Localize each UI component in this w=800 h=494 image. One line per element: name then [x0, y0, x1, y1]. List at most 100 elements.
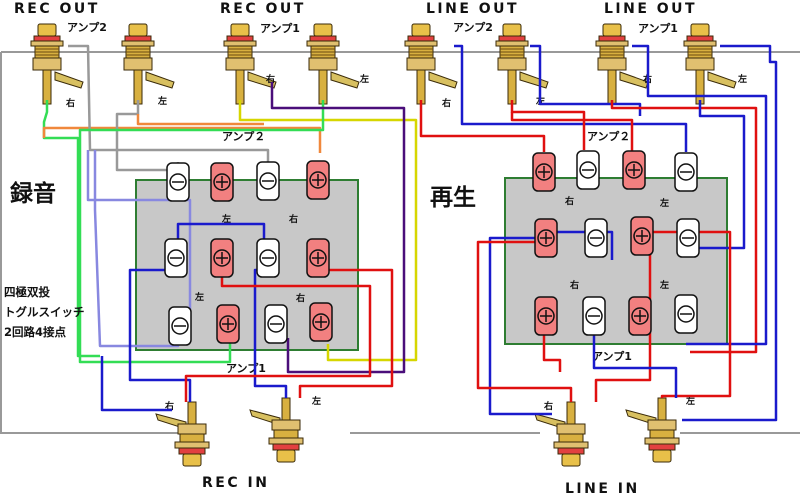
wire-blue [100, 356, 172, 412]
wire-blue [454, 44, 688, 152]
jack-label-left: 左 [311, 395, 321, 407]
line-out-amp1-left-jack [683, 23, 737, 105]
line-out-amp2-right-jack [404, 23, 458, 105]
minus-circle-icon [584, 218, 608, 258]
wire-red [476, 240, 573, 402]
wire-red [298, 268, 394, 398]
recording-wires [42, 44, 418, 412]
plus-circle-icon [210, 238, 234, 278]
board-label-left: 左 [221, 213, 231, 225]
amp1-label-playback: アンプ1 [592, 349, 632, 363]
minus-circle-icon [582, 296, 606, 336]
minus-circle-icon [674, 152, 698, 192]
wire-red [510, 112, 634, 152]
jack-label-right: 右 [543, 400, 553, 412]
plus-circle-icon [534, 296, 558, 336]
wire-red [184, 272, 372, 402]
wire-purple [270, 82, 406, 374]
plus-circle-icon [630, 216, 654, 256]
minus-circle-icon [576, 150, 600, 190]
rec-out-header-right: REC OUT [220, 1, 306, 17]
rec-out-amp2-left-jack [121, 23, 175, 105]
chassis-outline [0, 51, 800, 434]
amp1-label-rec-out: アンプ1 [260, 21, 300, 35]
wire-red [419, 100, 546, 152]
plus-circle-icon [309, 302, 333, 342]
line-out-header-left: LINE OUT [426, 1, 519, 17]
plus-circle-icon [306, 238, 330, 278]
wire-gray [115, 100, 180, 172]
minus-circle-icon [264, 304, 288, 344]
line-out-amp1-right-jack [595, 23, 649, 105]
amp1-label-recording: アンプ1 [226, 361, 266, 375]
wire-lavender [86, 150, 192, 340]
board-label-right: 右 [295, 292, 305, 304]
switch-description-line2: トグルスイッチ [4, 305, 85, 319]
board-label-left: 左 [659, 279, 669, 291]
jack-label-left: 左 [157, 95, 167, 107]
wire-orange [136, 114, 264, 126]
playback-wires [419, 44, 778, 422]
plus-circle-icon [216, 304, 240, 344]
minus-circle-icon [256, 161, 280, 201]
wire-green [78, 100, 325, 364]
plus-circle-icon [622, 150, 646, 190]
jack-label-left: 左 [359, 73, 369, 85]
wire-blue [690, 100, 746, 250]
amp2-label-rec-out: アンプ2 [67, 20, 107, 34]
amp1-label-line-out: アンプ1 [638, 21, 678, 35]
wire-blue [632, 44, 768, 346]
board-label-left: 左 [659, 197, 669, 209]
wire-orange [42, 126, 322, 153]
jack-label-left: 左 [737, 73, 747, 85]
minus-circle-icon [166, 162, 190, 202]
wire-blue [128, 268, 192, 402]
rec-in-header: REC IN [202, 475, 269, 491]
minus-circle-icon [256, 238, 280, 278]
wire-red [542, 330, 562, 372]
minus-circle-icon [674, 294, 698, 334]
wire-blue [546, 230, 614, 260]
amp2-label-recording: アンプ２ [222, 129, 265, 143]
wire-red [640, 230, 732, 398]
plus-circle-icon [534, 218, 558, 258]
plus-circle-icon [210, 162, 234, 202]
minus-circle-icon [168, 306, 192, 346]
plus-circle-icon [628, 296, 652, 336]
minus-circle-icon [676, 218, 700, 258]
amp2-label-playback: アンプ２ [587, 129, 630, 143]
plus-circle-icon [306, 160, 330, 200]
playback-section-title: 再生 [430, 185, 476, 211]
rec-in-left-jack [249, 397, 304, 463]
wire-red [510, 100, 586, 150]
wire-yellow [238, 100, 418, 362]
line-in-left-jack [625, 397, 680, 463]
wire-blue [176, 222, 266, 252]
wire-gray [68, 44, 270, 162]
jack-label-left: 左 [685, 395, 695, 407]
wire-blue [488, 236, 552, 416]
line-in-right-jack [534, 401, 589, 467]
board-label-right: 右 [564, 195, 574, 207]
jack-label-right: 右 [65, 97, 75, 109]
jack-label-right: 右 [164, 400, 174, 412]
rec-out-amp2-right-jack [30, 23, 84, 105]
board-label-right: 右 [569, 279, 579, 291]
board-label-left: 左 [194, 291, 204, 303]
line-out-header-right: LINE OUT [604, 1, 697, 17]
switch-description-line3: 2回路4接点 [4, 325, 67, 339]
board-label-right: 右 [288, 213, 298, 225]
wire-blue [682, 44, 778, 422]
jack-label-right: 右 [265, 73, 275, 85]
switch-description-line1: 四極双投 [4, 285, 50, 299]
wire-blue [592, 330, 678, 398]
minus-circle-icon [164, 238, 188, 278]
recording-section-title: 録音 [10, 180, 56, 207]
jack-label-right: 右 [441, 97, 451, 109]
line-in-header: LINE IN [565, 481, 640, 494]
wire-red [610, 100, 758, 354]
rec-out-amp1-left-jack [306, 23, 360, 105]
plus-circle-icon [532, 152, 556, 192]
